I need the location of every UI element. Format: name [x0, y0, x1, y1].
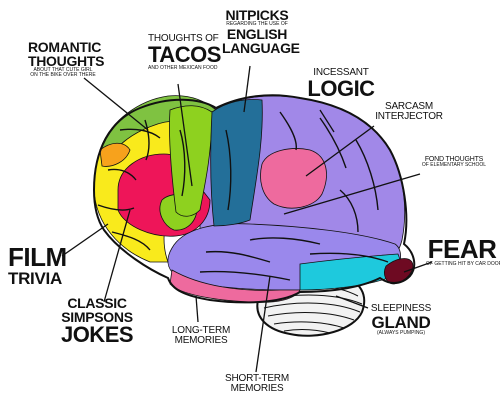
longterm-line2: MEMORIES [174, 335, 228, 346]
label-long-term: LONG-TERM MEMORIES [168, 326, 234, 346]
gyri-lines [97, 111, 389, 281]
region-nitpicks [210, 99, 263, 227]
label-short-term: SHORT-TERM MEMORIES [224, 374, 290, 394]
nitpicks-sub: REGARDING THE USE OF [226, 21, 288, 27]
sleepiness-line2: GLAND [371, 313, 431, 332]
simpsons-line2: SIMPSONS [61, 309, 133, 325]
region-fear [384, 258, 414, 285]
label-logic: INCESSANT LOGIC [306, 68, 376, 100]
fear-sub: OF GETTING HIT BY CAR DOORS [426, 261, 500, 267]
simpsons-line1: CLASSIC [67, 295, 127, 311]
shortterm-line1: SHORT-TERM [225, 373, 289, 384]
region-sarcasm [260, 148, 327, 209]
label-sarcasm: SARCASM INTERJECTOR [374, 102, 444, 122]
romantic-sub2: ON THE BIKE OVER THERE [30, 72, 96, 78]
label-film-trivia: FILM TRIVIA [8, 244, 68, 287]
sleepiness-line1: SLEEPINESS [370, 303, 432, 314]
nitpicks-line2: ENGLISH [226, 26, 288, 42]
sarcasm-line2: INTERJECTOR [375, 111, 443, 122]
logic-line2: LOGIC [307, 76, 375, 101]
fond-line1: FOND THOUGHTS [424, 156, 484, 163]
logic-line1: INCESSANT [313, 67, 369, 78]
sleepiness-sub: (ALWAYS PUMPING) [377, 330, 425, 336]
label-simpsons-jokes: CLASSIC SIMPSONS JOKES [60, 296, 134, 346]
label-romantic-thoughts: ROMANTIC THOUGHTS ABOUT THAT CUTE GIRL O… [28, 39, 105, 78]
romantic-line1: ROMANTIC [28, 39, 102, 55]
romantic-line2: THOUGHTS [28, 53, 105, 69]
simpsons-line3: JOKES [60, 322, 134, 347]
longterm-line1: LONG-TERM [171, 325, 231, 336]
film-line2: TRIVIA [8, 269, 62, 288]
region-tacos [169, 105, 213, 217]
romantic-sub1: ABOUT THAT CUTE GIRL [33, 67, 93, 73]
tacos-line1: THOUGHTS OF [148, 33, 219, 44]
sarcasm-line1: SARCASM [384, 101, 434, 112]
film-line1: FILM [8, 242, 67, 272]
shortterm-line2: MEMORIES [230, 383, 284, 394]
fond-line2: OF ELEMENTARY SCHOOL [421, 162, 487, 168]
label-tacos: THOUGHTS OF TACOS AND OTHER MEXICAN FOOD [148, 33, 221, 71]
nitpicks-line1: NITPICKS [225, 7, 289, 23]
label-fond-thoughts: FOND THOUGHTS OF ELEMENTARY SCHOOL [414, 156, 494, 168]
tacos-sub: AND OTHER MEXICAN FOOD [148, 65, 218, 71]
label-sleepiness: SLEEPINESS GLAND (ALWAYS PUMPING) [366, 304, 436, 336]
leader-lines [61, 65, 433, 373]
tacos-line2: TACOS [148, 42, 221, 67]
nitpicks-line3: LANGUAGE [222, 40, 300, 56]
fear-line1: FEAR [427, 234, 497, 264]
label-nitpicks: NITPICKS REGARDING THE USE OF ENGLISH LA… [222, 7, 300, 56]
label-fear: FEAR OF GETTING HIT BY CAR DOORS [426, 234, 500, 267]
region-orange [99, 142, 131, 167]
